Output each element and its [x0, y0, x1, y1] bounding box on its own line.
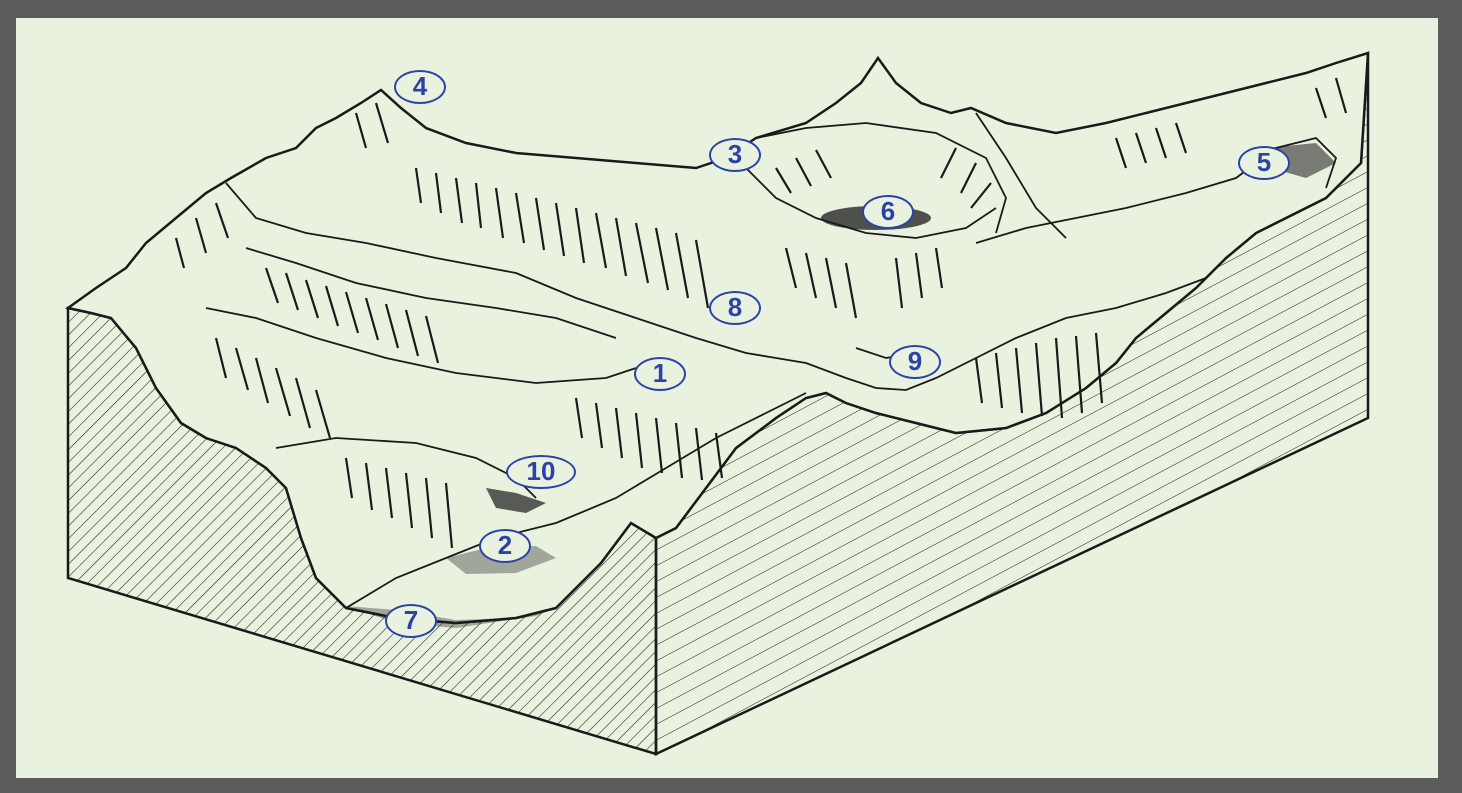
glacial-landscape-block-diagram — [16, 18, 1438, 778]
marker-2: 2 — [479, 529, 531, 563]
marker-1: 1 — [634, 357, 686, 391]
marker-7: 7 — [385, 604, 437, 638]
marker-4: 4 — [394, 70, 446, 104]
marker-3: 3 — [709, 138, 761, 172]
marker-5: 5 — [1238, 146, 1290, 180]
marker-9: 9 — [889, 345, 941, 379]
marker-10: 10 — [506, 455, 576, 489]
marker-6: 6 — [862, 195, 914, 229]
diagram-canvas: 1 2 3 4 5 6 7 8 9 10 — [16, 18, 1438, 778]
marker-8: 8 — [709, 291, 761, 325]
